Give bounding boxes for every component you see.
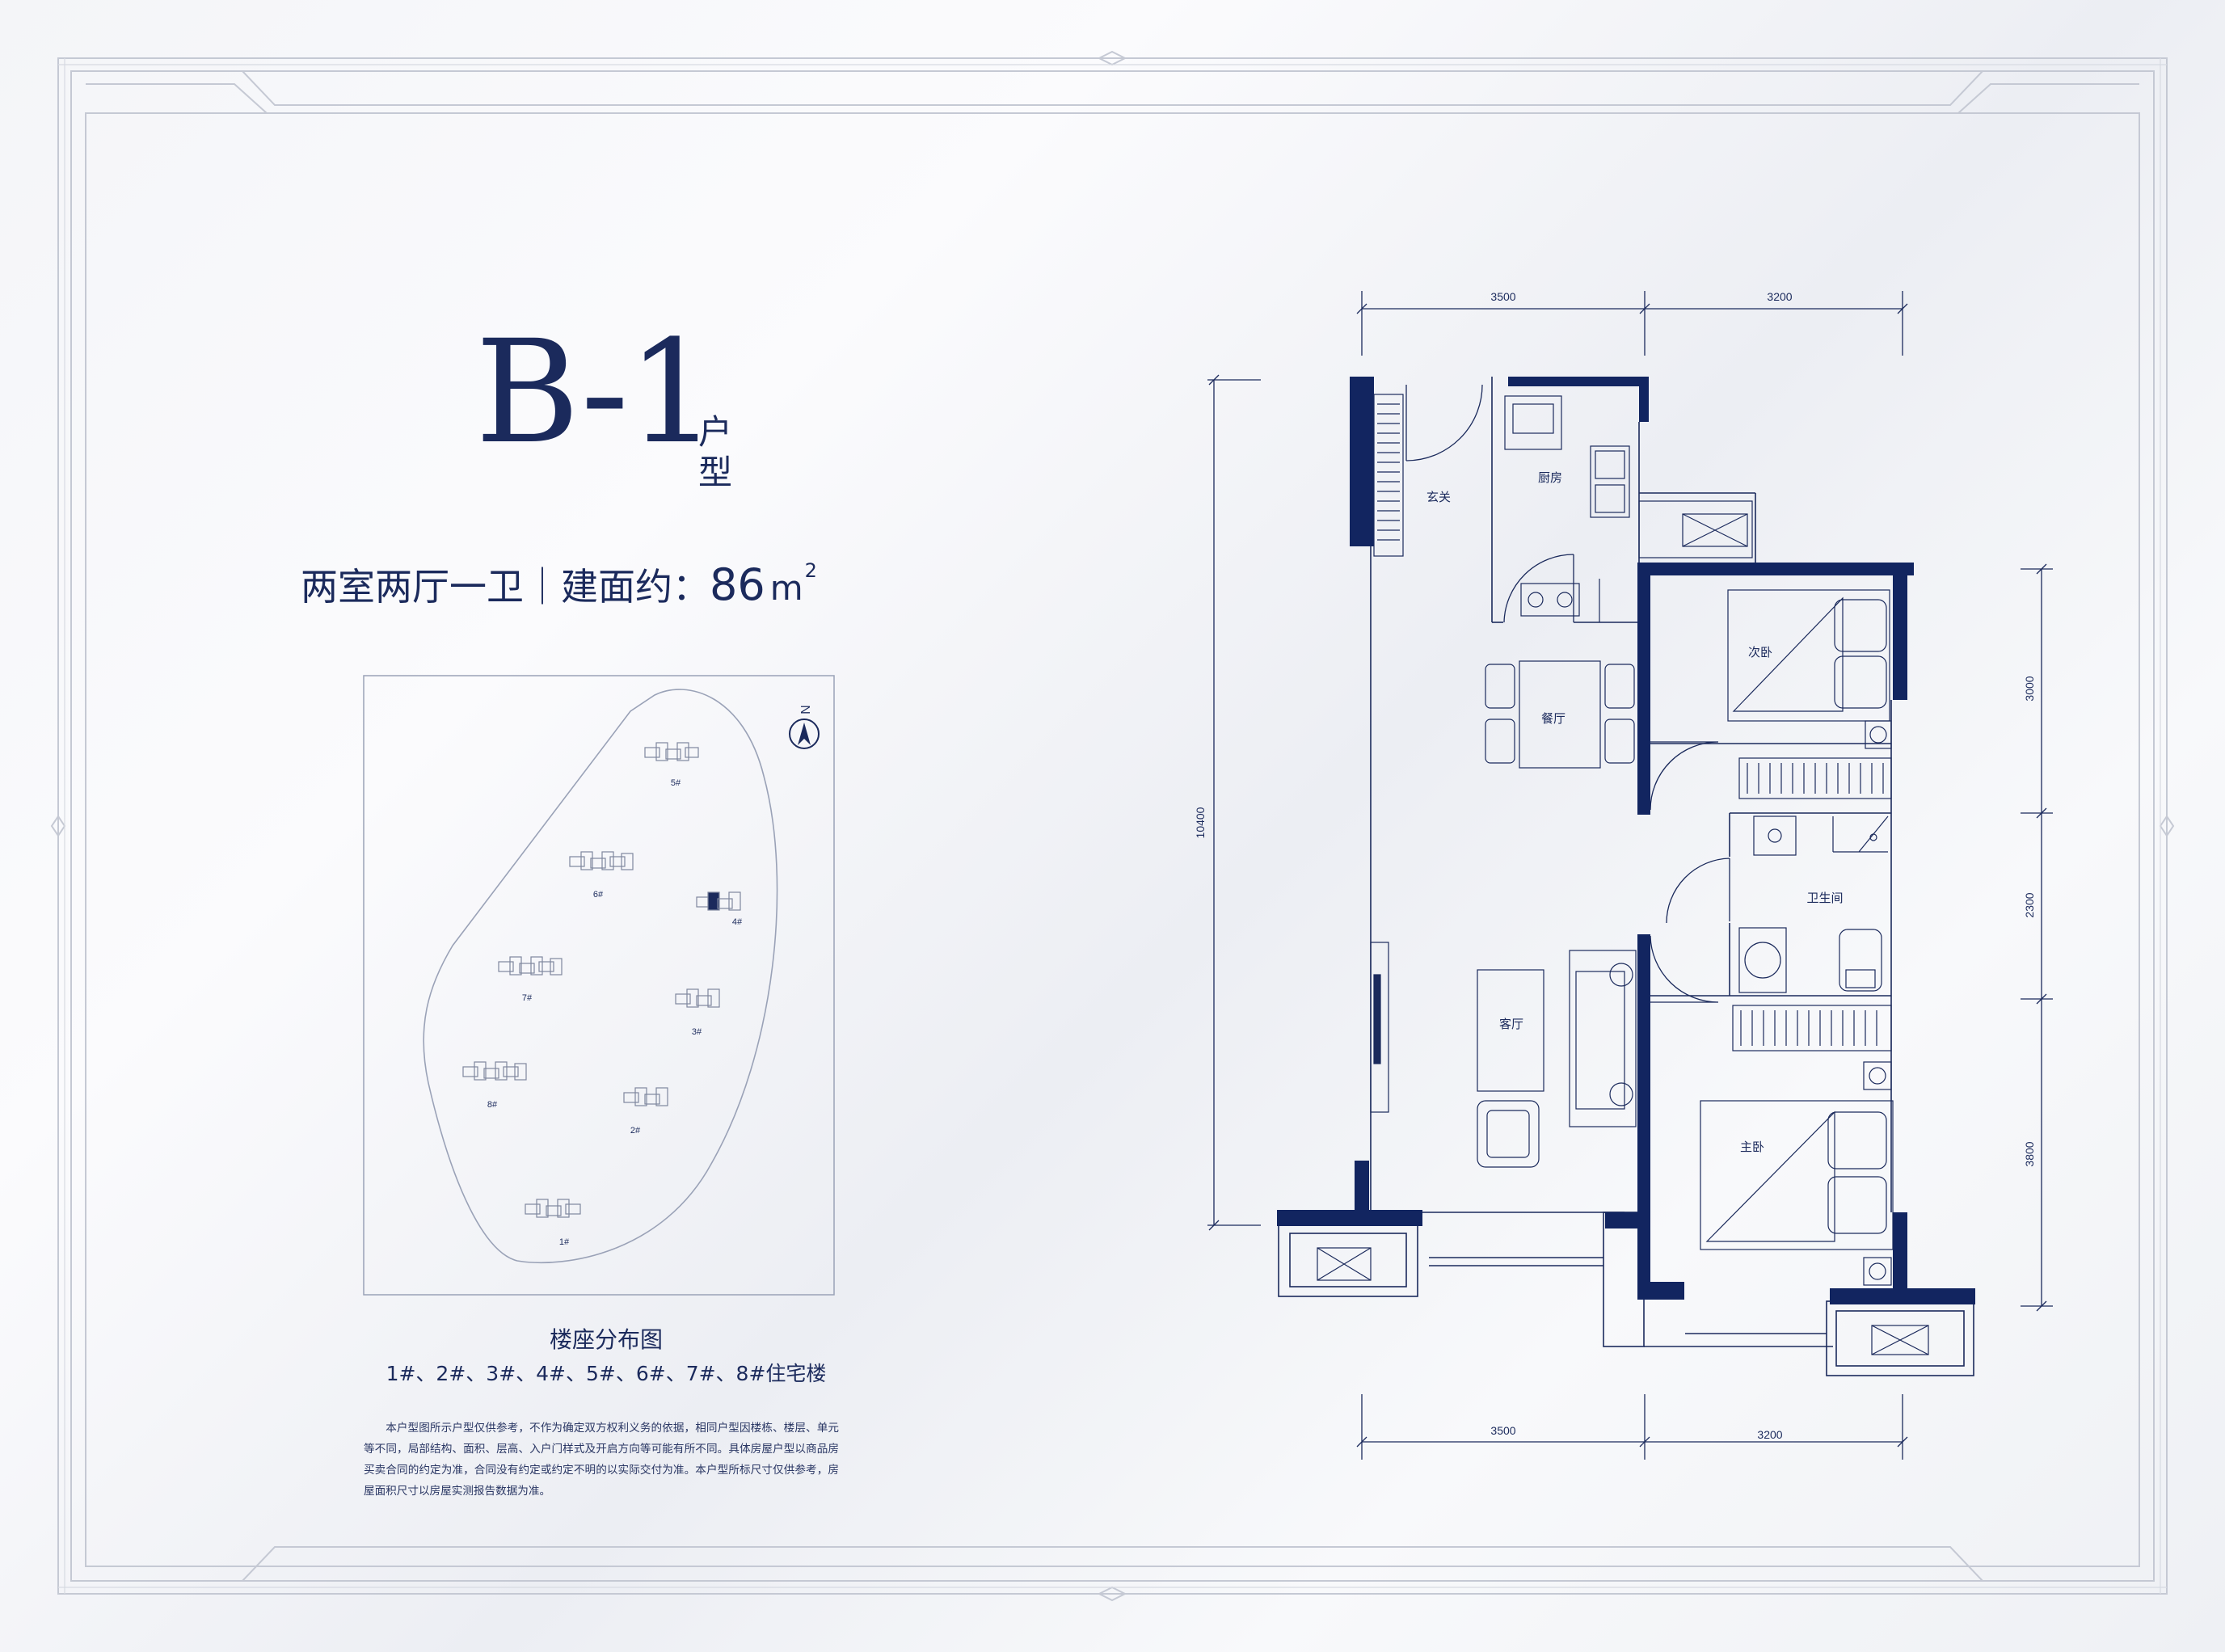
second-bedroom-furniture xyxy=(1727,589,1892,799)
entry-door xyxy=(1405,384,1483,461)
building-2 xyxy=(623,1087,668,1106)
building-label-5: 5# xyxy=(671,778,681,788)
north-arrow-icon: N xyxy=(789,705,820,749)
area-unit: m xyxy=(769,568,803,608)
dim-right-2: 2300 xyxy=(2023,892,2036,917)
kitchen-balcony xyxy=(1638,500,1753,558)
washing-machine-icon xyxy=(1738,927,1787,993)
building-label-3: 3# xyxy=(692,1027,702,1037)
living-furniture xyxy=(1370,942,1637,1168)
building-label-8: 8# xyxy=(487,1100,498,1110)
bedroom2-door xyxy=(1650,741,1719,811)
master-door xyxy=(1650,935,1719,1003)
doors xyxy=(1405,384,1730,1003)
structural-walls xyxy=(1277,377,1975,1304)
washbasin-icon xyxy=(1753,815,1797,856)
wardrobe-icon xyxy=(1732,1005,1892,1051)
building-label-4: 4# xyxy=(732,917,743,927)
site-map-caption-list: 1#、2#、3#、4#、5#、6#、7#、8#住宅楼 xyxy=(386,1362,827,1385)
coffee-table-icon xyxy=(1477,969,1544,1092)
building-3 xyxy=(675,988,720,1008)
room-label-bathroom: 卫生间 xyxy=(1806,891,1843,905)
dining-table-icon xyxy=(1485,660,1635,769)
building-1 xyxy=(525,1199,581,1218)
master-bedroom-furniture xyxy=(1700,1005,1894,1286)
sink-icon xyxy=(1590,445,1630,518)
dim-bottom-left: 3500 xyxy=(1490,1424,1515,1437)
building-4 xyxy=(696,891,741,911)
kitchen-door xyxy=(1503,554,1574,623)
area-exponent: 2 xyxy=(804,559,817,582)
shower-icon xyxy=(1832,815,1889,853)
area-value: 86 xyxy=(710,559,765,610)
dimension-lines xyxy=(1207,291,2053,1460)
bathroom-fixtures xyxy=(1738,815,1889,993)
dim-bottom-right: 3200 xyxy=(1757,1428,1782,1441)
dim-right-3: 3800 xyxy=(2023,1141,2036,1166)
bath-door xyxy=(1666,858,1730,924)
building-8 xyxy=(462,1061,527,1081)
building-6 xyxy=(569,851,634,870)
dim-top-right: 3200 xyxy=(1767,290,1792,303)
site-boundary xyxy=(423,689,778,1264)
room-label-kitchen: 厨房 xyxy=(1538,471,1562,485)
unit-code-title: B-1 xyxy=(475,310,718,475)
kitchen-fixtures xyxy=(1504,395,1630,622)
building-7 xyxy=(498,956,563,976)
room-label-master-bedroom: 主卧 xyxy=(1740,1140,1764,1154)
wardrobe-icon xyxy=(1738,757,1892,799)
bed-icon xyxy=(1700,1100,1894,1250)
unit-type-suffix: 户型 xyxy=(697,412,732,492)
dim-right-1: 3000 xyxy=(2023,676,2036,701)
armchair-icon xyxy=(1477,1100,1540,1168)
dim-left-total: 10400 xyxy=(1194,807,1207,838)
sofa-icon xyxy=(1569,950,1637,1127)
building-label-7: 7# xyxy=(522,993,533,1003)
site-map-caption-title: 楼座分布图 xyxy=(549,1326,663,1353)
fridge-icon xyxy=(1504,395,1562,450)
layout-description: 两室两厅一卫｜建面约： xyxy=(301,565,710,609)
room-label-entry: 玄关 xyxy=(1426,491,1451,504)
building-label-1: 1# xyxy=(559,1237,570,1247)
tv-cabinet-icon xyxy=(1370,942,1389,1113)
site-map-frame xyxy=(363,675,835,1296)
building-label-2: 2# xyxy=(630,1126,641,1136)
stove-icon xyxy=(1520,583,1580,617)
building-5 xyxy=(644,742,699,761)
room-label-dining: 餐厅 xyxy=(1541,712,1566,726)
bed-icon xyxy=(1727,589,1890,722)
building-label-6: 6# xyxy=(593,890,604,900)
north-label: N xyxy=(798,705,811,714)
room-label-second-bedroom: 次卧 xyxy=(1748,646,1772,660)
balcony-fixtures xyxy=(1317,1247,1929,1355)
disclaimer-text: 本户型图所示户型仅供参考，不作为确定双方权利义务的依据，相同户型因楼栋、楼层、单… xyxy=(364,1422,839,1498)
room-label-living: 客厅 xyxy=(1499,1018,1523,1031)
dim-top-left: 3500 xyxy=(1490,290,1515,303)
toilet-icon xyxy=(1839,929,1882,992)
entry-shoe-cabinet xyxy=(1373,394,1404,557)
